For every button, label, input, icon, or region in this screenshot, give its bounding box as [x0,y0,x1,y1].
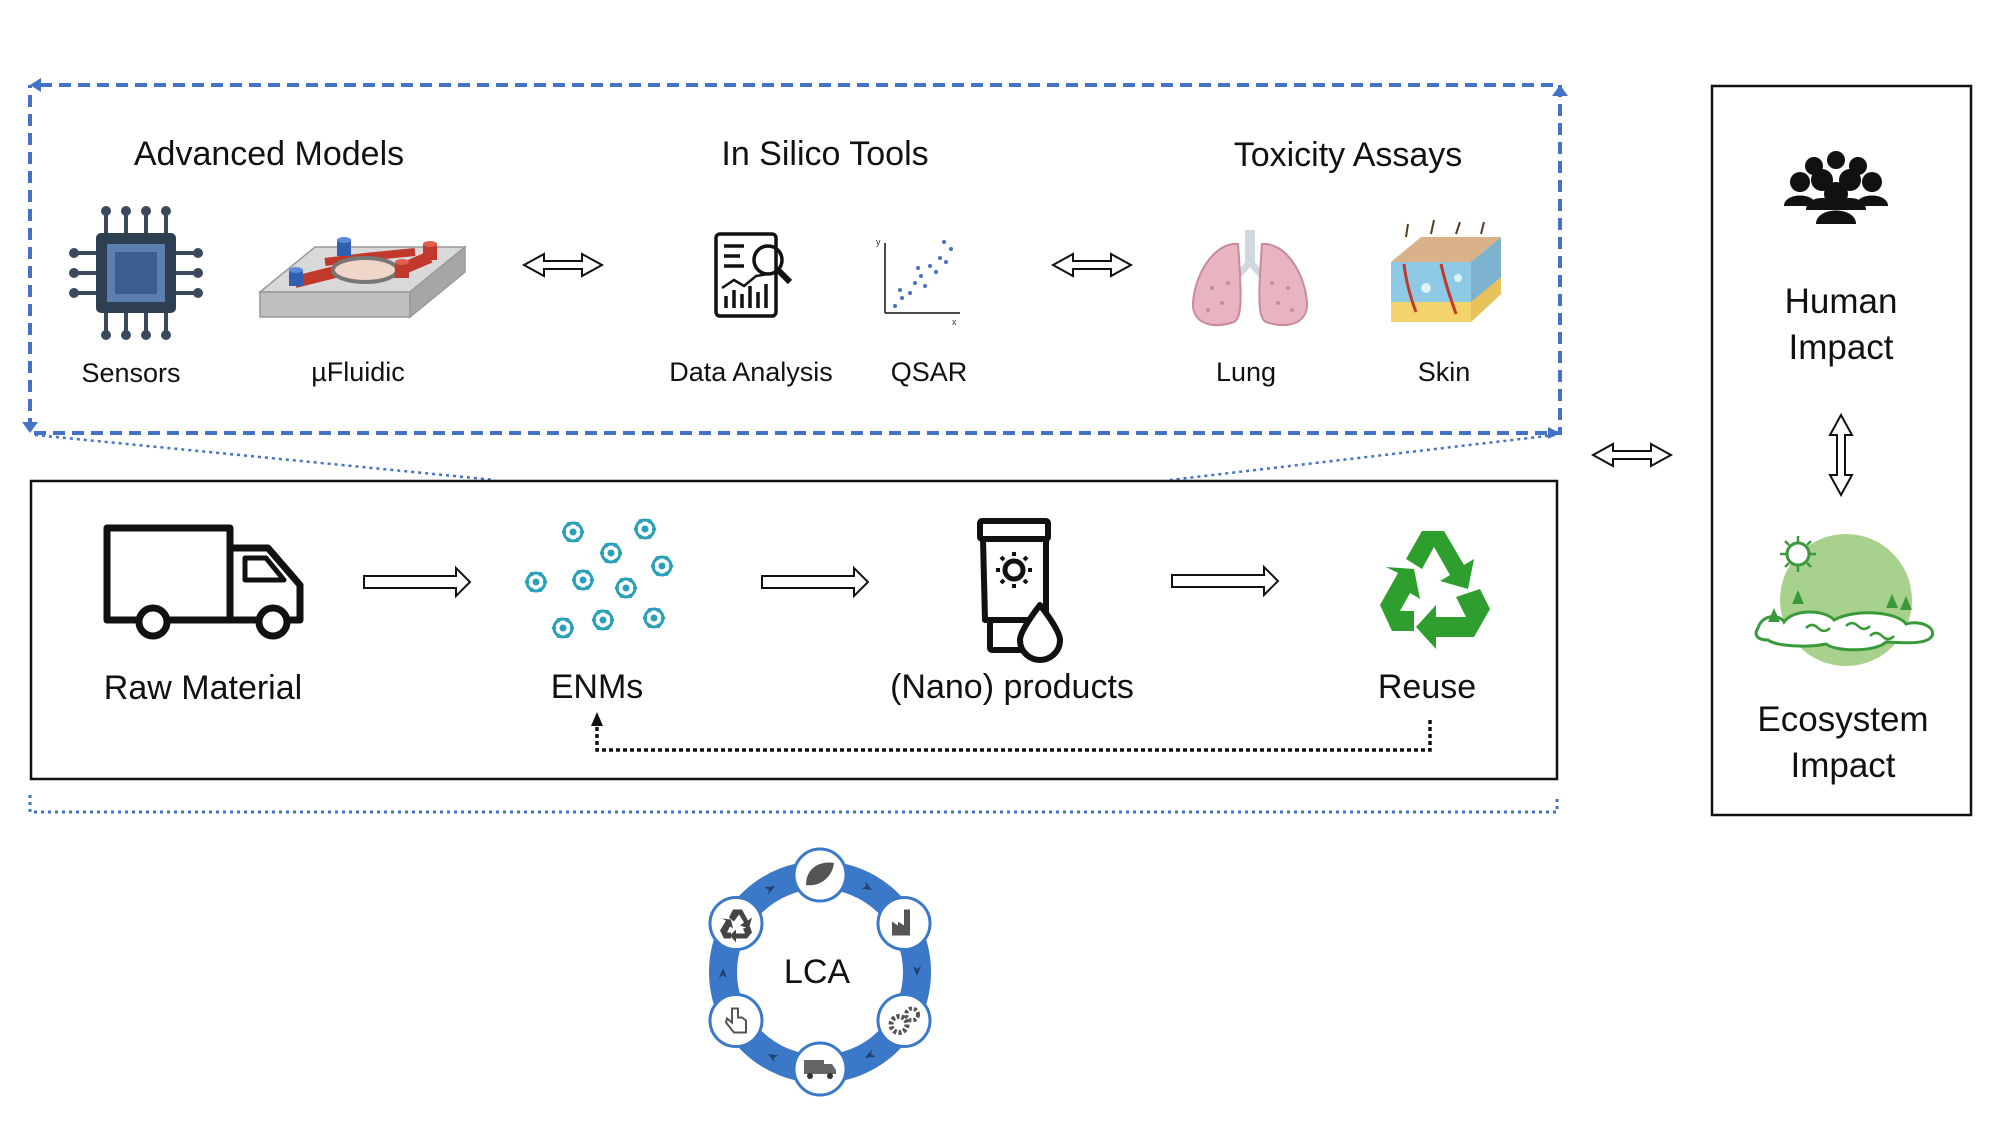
enm-particle [524,571,548,593]
lung-icon [1191,230,1309,327]
enm-particle [561,521,585,543]
double-arrow-models-silico [521,252,605,278]
double-arrow-silico-assays [1050,252,1134,278]
label-nano-products: (Nano) products [890,668,1134,706]
enm-particle [642,607,666,629]
lca-hand-node [708,993,764,1048]
lca-recycle-node [708,896,764,951]
human-impact-line-2: Impact [1788,328,1894,368]
double-arrow-nams-impact [1590,442,1674,468]
label-sensors: Sensors [81,358,181,388]
enm-particle [571,569,595,591]
label-human-impact: Human Impact [1785,279,1898,371]
data-analysis-icon [714,232,793,318]
enm-particle [599,542,623,564]
ecosystem-impact-line-2: Impact [1790,746,1896,786]
lca-ring-arrows [719,881,921,1063]
sensor-chip-icon [69,206,203,340]
enm-particle [591,609,615,631]
enm-particle [633,518,657,540]
ecosystem-landscape-icon [1754,534,1935,666]
lca-arrow [913,966,921,976]
skin-section-icon [1391,219,1501,322]
life-cycle-box [29,479,1559,781]
label-lung: Lung [1215,357,1277,387]
lca-truck-node [792,1041,848,1097]
label-qsar: QSAR [890,357,968,387]
label-data-analysis: Data Analysis [669,357,833,387]
people-group-icon [1784,151,1888,224]
flow-arrow-3 [1171,564,1280,598]
label-ecosystem-impact: Ecosystem Impact [1757,697,1928,789]
flow-arrow-2 [761,565,870,599]
lca-arrow [719,968,727,978]
enm-particle [551,617,575,639]
recycle-icon [1380,531,1490,649]
ecosystem-impact-line-1: Ecosystem [1757,700,1929,739]
label-reuse: Reuse [1377,668,1477,706]
nams-dashed-box [22,78,1568,439]
heading-toxicity-assays: Toxicity Assays [1233,136,1463,174]
zoom-lines [28,433,1559,814]
label-enms: ENMs [550,668,644,706]
sunscreen-tube-icon [977,518,1063,663]
enm-particles-icon [524,518,674,639]
enm-particle [650,555,674,577]
flow-arrow-1 [363,565,472,599]
label-lca: LCA [783,953,851,991]
lca-arrow [861,881,872,890]
qsar-scatter-icon [884,240,960,314]
qsar-axis-y: y [876,237,881,247]
heading-advanced-models: Advanced Models [133,135,405,173]
qsar-axis-x: x [952,317,957,327]
double-arrow-vertical-impact [1828,412,1854,498]
lca-arrow [764,885,775,895]
lca-factory-node [876,896,932,951]
lca-gears-node [876,993,932,1048]
lca-arrow [768,1054,779,1063]
label-microfluidic: µFluidic [311,357,405,387]
label-skin: Skin [1417,357,1471,387]
lca-cycle-diagram [708,847,932,1097]
human-impact-line-1: Human [1784,282,1898,321]
truck-icon [103,524,304,640]
microfluidic-chip-icon [257,237,468,319]
enm-particle [614,577,638,599]
impact-box [1710,84,1973,817]
reuse-feedback-arrow [591,712,1432,752]
heading-in-silico-tools: In Silico Tools [721,135,929,173]
lca-arrow [865,1049,876,1059]
lca-leaf-node [792,847,848,903]
label-raw-material: Raw Material [103,669,303,707]
